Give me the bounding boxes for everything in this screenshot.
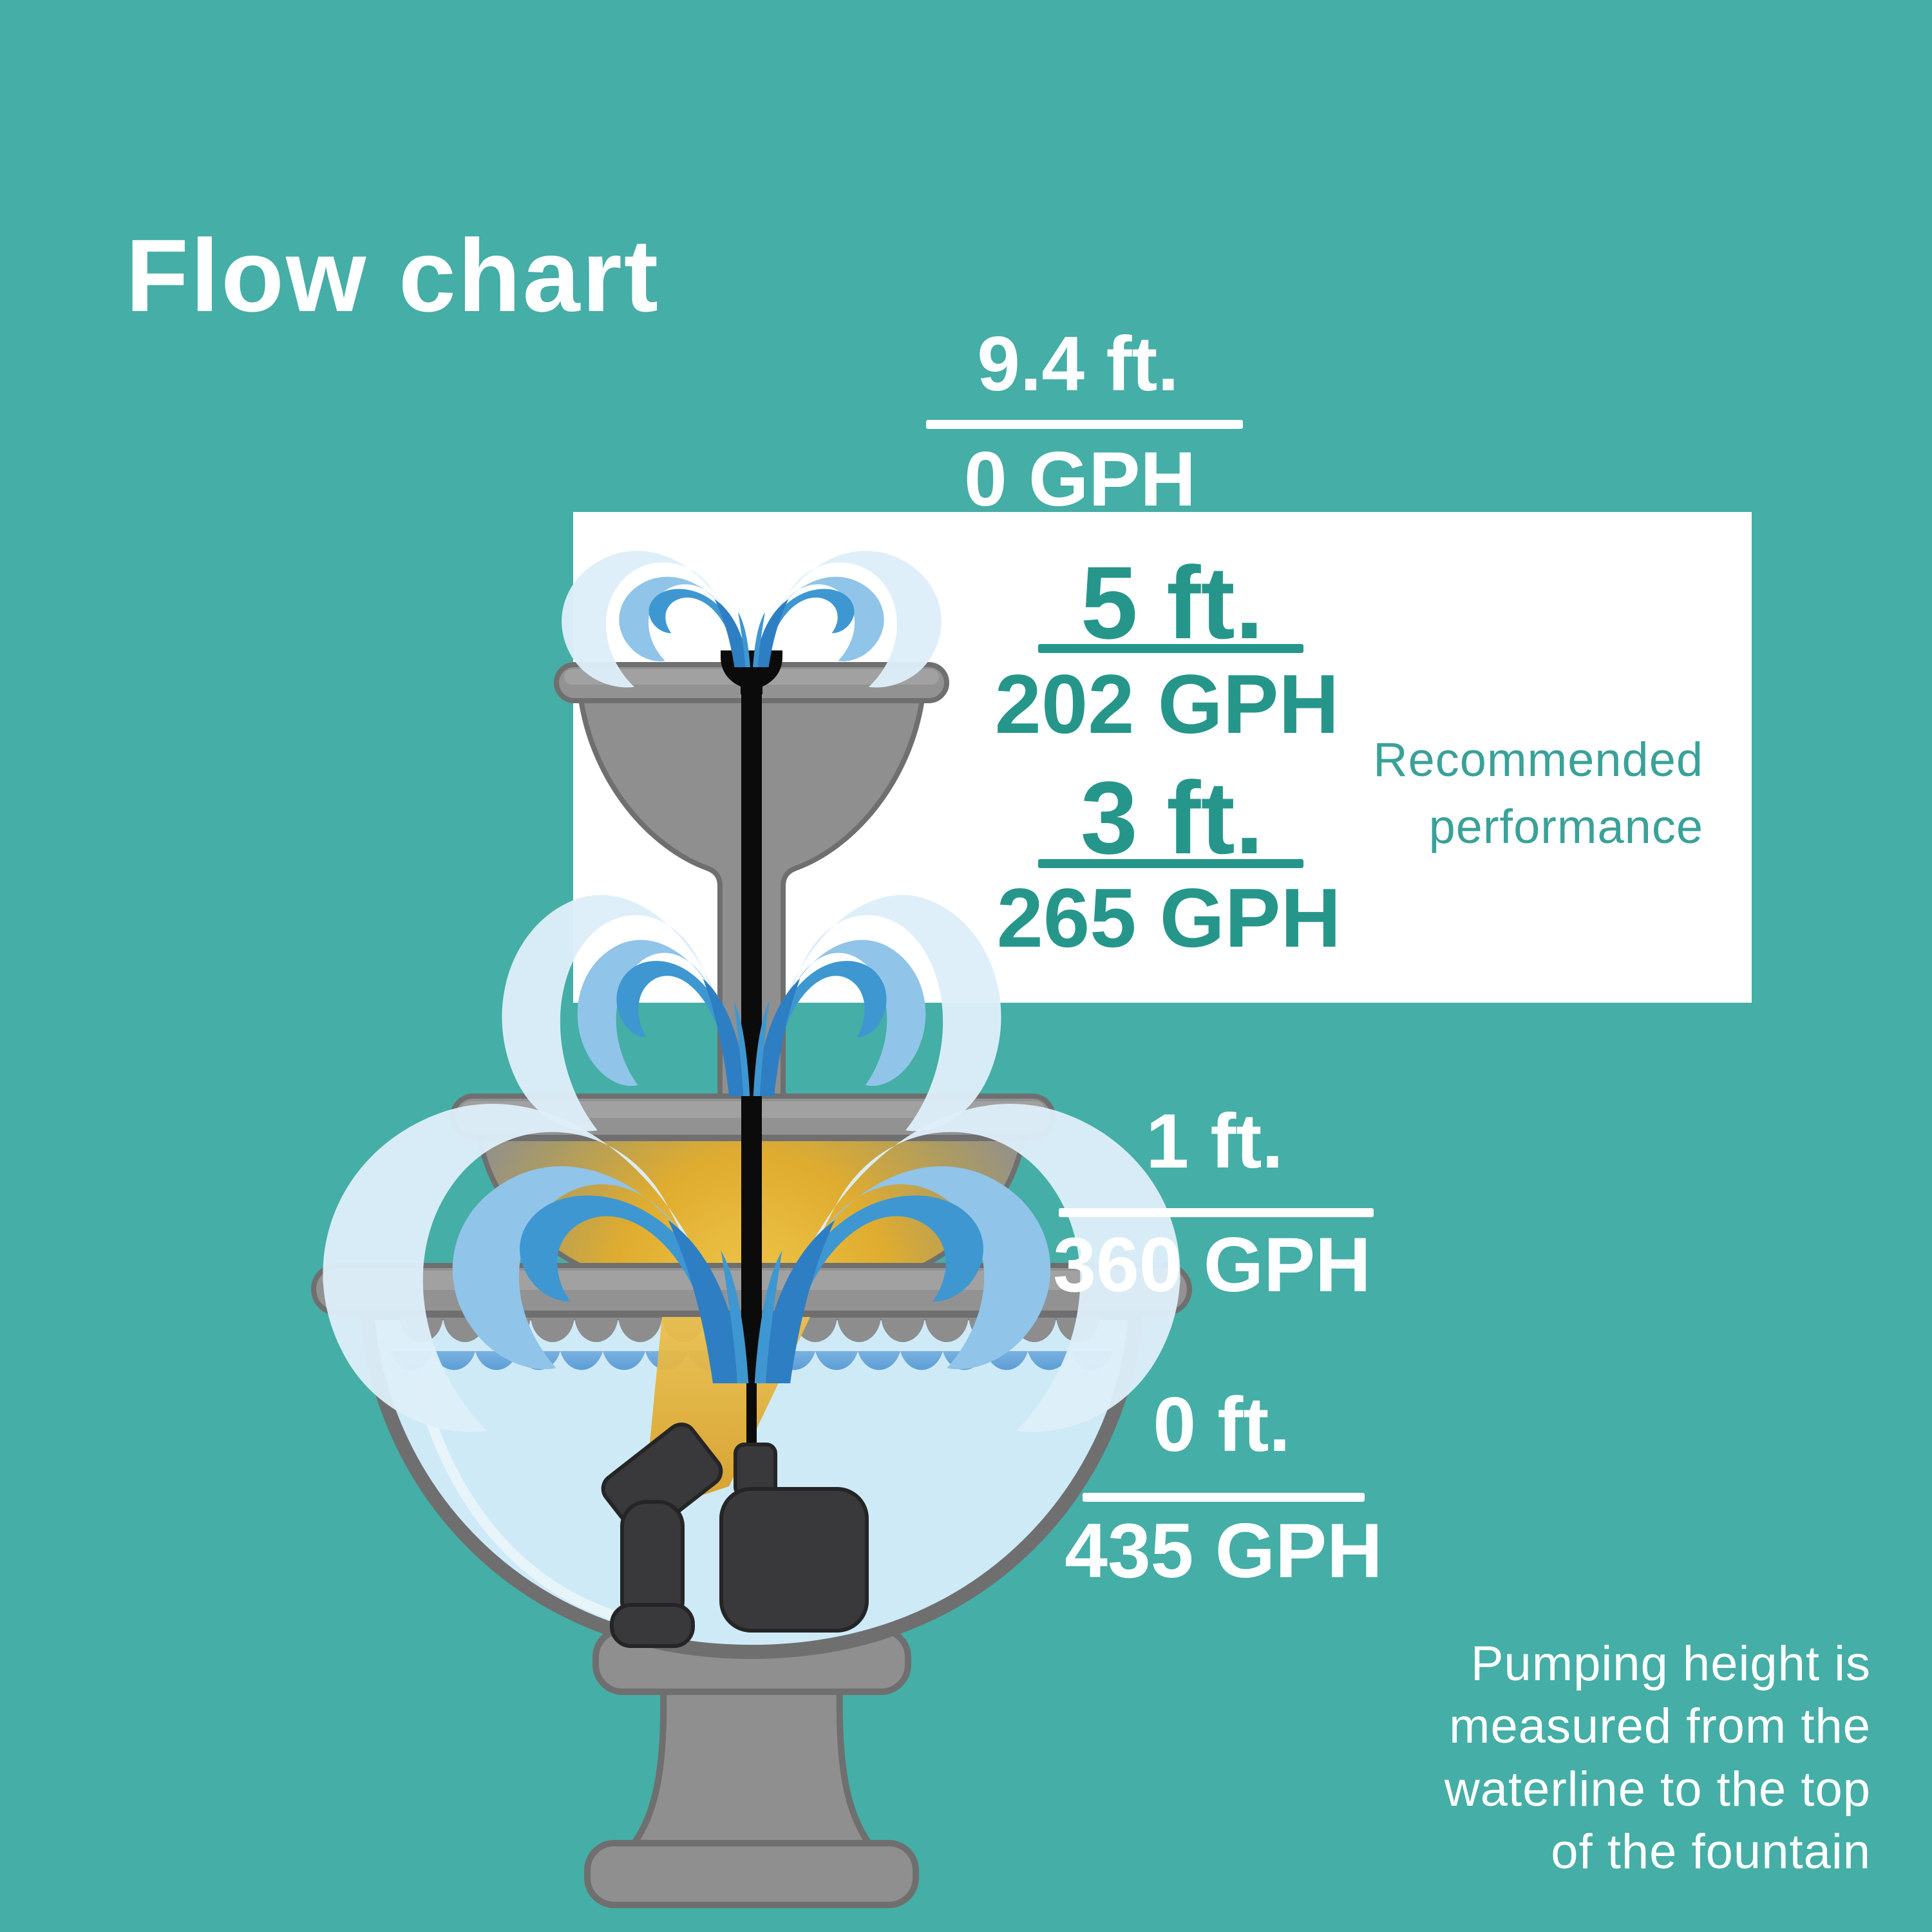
pump-icon xyxy=(719,1443,869,1633)
flow-point-3ft-height: 3 ft. xyxy=(1080,760,1264,875)
flow-point-5ft-flow: 202 GPH xyxy=(994,657,1340,751)
flow-point-5ft-height: 5 ft. xyxy=(1080,545,1264,660)
footnote-line3: waterline to the top xyxy=(1444,1761,1871,1817)
flow-point-3ft-divider xyxy=(1038,859,1303,868)
flow-point-0ft-divider xyxy=(1083,1493,1365,1502)
recommended-label-line1: Recommended xyxy=(1373,733,1703,786)
fountain-pedestal xyxy=(584,1627,919,1908)
footnote-line4: of the fountain xyxy=(1551,1824,1871,1879)
flow-point-1ft-divider xyxy=(1059,1208,1374,1217)
recommended-label-line2: performance xyxy=(1428,799,1703,853)
flow-point-5ft-divider xyxy=(1038,644,1303,653)
flow-point-9-4ft-divider xyxy=(926,420,1243,429)
flow-point-0ft-height: 0 ft. xyxy=(1153,1381,1291,1468)
footnote-line2: measured from the xyxy=(1449,1699,1871,1754)
footnote: Pumping height is measured from the wate… xyxy=(1444,1633,1871,1883)
footnote-line1: Pumping height is xyxy=(1470,1636,1871,1691)
page-title: Flow chart xyxy=(126,218,661,333)
flow-point-3ft-flow: 265 GPH xyxy=(996,871,1341,965)
flow-point-9-4ft-height: 9.4 ft. xyxy=(977,321,1179,407)
recommended-label: Recommended performance xyxy=(1373,726,1703,860)
pedestal-base xyxy=(584,1840,919,1908)
pedestal-stem xyxy=(623,1684,880,1853)
underwater-light-icon xyxy=(601,1422,723,1648)
flow-point-0ft-flow: 435 GPH xyxy=(1065,1508,1383,1594)
flow-point-1ft-height: 1 ft. xyxy=(1146,1098,1283,1184)
flow-point-1ft-flow: 360 GPH xyxy=(1053,1222,1371,1308)
flow-point-9-4ft-flow: 0 GPH xyxy=(963,436,1197,522)
